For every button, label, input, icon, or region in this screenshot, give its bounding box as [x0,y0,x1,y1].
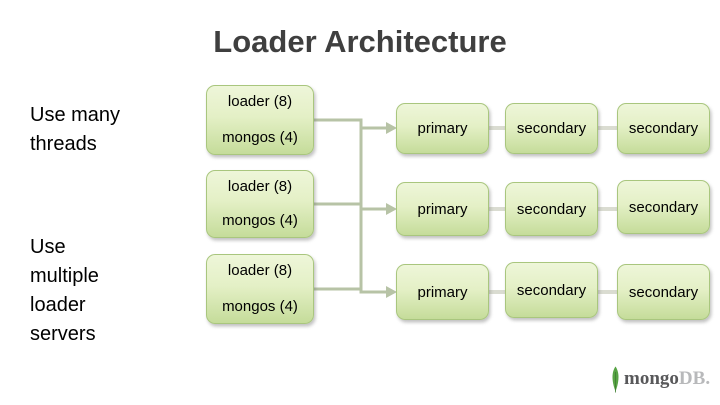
loader-label: loader (8) [227,93,293,110]
loader-box-3: loader (8) mongos (4) [206,254,314,324]
primary-box-row3: primary [396,264,489,320]
mongos-label: mongos (4) [222,212,298,229]
loader-box-1: loader (8) mongos (4) [206,85,314,155]
secondary-box-row2: secondary [617,180,710,234]
loader-label: loader (8) [227,262,293,279]
logo-text-mongo: mongo [624,368,679,389]
annotation-use-many-threads: Use many threads [30,101,120,159]
annotation-line: servers [30,323,96,345]
annotation-use-multiple-loader-servers: Use multiple loader servers [30,233,99,349]
annotation-line: loader [30,294,86,316]
page-title: Loader Architecture [213,24,507,59]
annotation-line: threads [30,133,97,155]
secondary-box-row2: secondary [505,182,598,236]
secondary-box-row1: secondary [505,103,598,154]
annotation-line: Use many [30,104,121,126]
loader-label: loader (8) [227,178,293,195]
logo-text-period: . [705,368,711,389]
annotation-line: multiple [30,265,99,287]
secondary-box-row3: secondary [505,262,598,318]
mongodb-leaf-icon [612,366,619,392]
logo-text-db: DB [678,368,706,389]
secondary-box-row3: secondary [617,264,710,320]
secondary-box-row1: secondary [617,103,710,154]
primary-box-row1: primary [396,103,489,154]
mongos-label: mongos (4) [222,298,298,315]
loader-box-2: loader (8) mongos (4) [206,170,314,238]
mongos-label: mongos (4) [222,129,298,146]
annotation-line: Use [30,236,66,258]
primary-box-row2: primary [396,182,489,236]
